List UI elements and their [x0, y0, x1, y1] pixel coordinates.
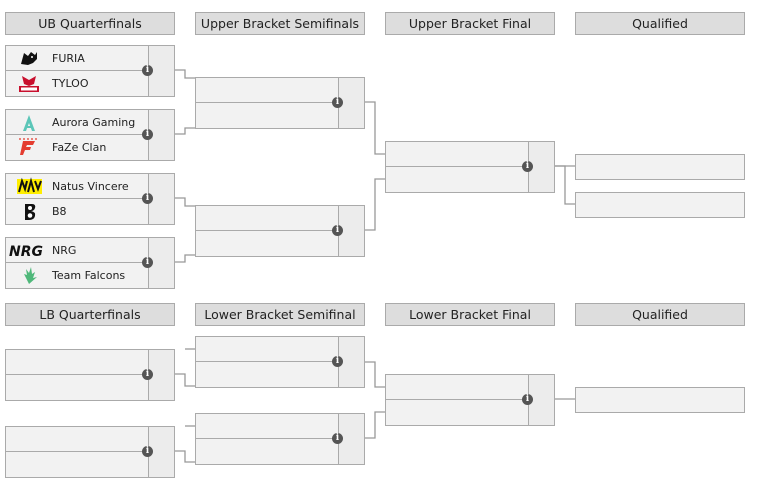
- info-icon[interactable]: i: [142, 65, 153, 76]
- info-icon[interactable]: i: [522, 161, 533, 172]
- team-slot[interactable]: Team Falcons: [6, 263, 148, 288]
- team-slot[interactable]: [386, 167, 528, 192]
- faze-logo-icon: [19, 138, 39, 155]
- team-slot[interactable]: NRG NRG: [6, 238, 148, 263]
- team-name: NRG: [52, 244, 77, 257]
- team-slot[interactable]: B8: [6, 199, 148, 224]
- team-name: FURIA: [52, 52, 85, 65]
- ub-qualified-slot-2[interactable]: [575, 192, 745, 218]
- b8-logo-icon: [25, 204, 36, 220]
- info-icon[interactable]: i: [142, 257, 153, 268]
- team-slot[interactable]: [196, 231, 338, 256]
- team-slot[interactable]: [6, 350, 148, 375]
- team-slot[interactable]: [196, 414, 338, 439]
- header-lb-final: Lower Bracket Final: [385, 303, 555, 326]
- team-name: TYLOO: [52, 77, 89, 90]
- header-lb-qualified: Qualified: [575, 303, 745, 326]
- team-slot[interactable]: FURIA: [6, 46, 148, 71]
- team-slot[interactable]: [196, 78, 338, 103]
- info-icon[interactable]: i: [522, 394, 533, 405]
- team-name: Team Falcons: [52, 269, 126, 282]
- info-icon[interactable]: i: [142, 193, 153, 204]
- header-ub-final: Upper Bracket Final: [385, 12, 555, 35]
- lb-qualified-slot[interactable]: [575, 387, 745, 413]
- team-slot[interactable]: [196, 103, 338, 128]
- info-icon[interactable]: i: [332, 225, 343, 236]
- info-icon[interactable]: i: [142, 129, 153, 140]
- team-name: B8: [52, 205, 67, 218]
- team-slot[interactable]: [386, 375, 528, 400]
- team-slot[interactable]: [6, 375, 148, 400]
- svg-text:NRG: NRG: [9, 244, 43, 260]
- team-slot[interactable]: [6, 427, 148, 452]
- info-icon[interactable]: i: [332, 97, 343, 108]
- aurora-logo-icon: [23, 115, 35, 131]
- team-slot[interactable]: [196, 206, 338, 231]
- falcons-logo-icon: [24, 267, 37, 284]
- team-slot[interactable]: [386, 400, 528, 425]
- navi-logo-icon: [17, 177, 42, 194]
- header-ub-semifinals: Upper Bracket Semifinals: [195, 12, 365, 35]
- info-icon[interactable]: i: [332, 433, 343, 444]
- team-slot[interactable]: [386, 142, 528, 167]
- team-slot[interactable]: [6, 452, 148, 477]
- header-ub-qualified: Qualified: [575, 12, 745, 35]
- header-lb-quarterfinals: LB Quarterfinals: [5, 303, 175, 326]
- team-slot[interactable]: [196, 362, 338, 387]
- team-slot[interactable]: Natus Vincere: [6, 174, 148, 199]
- team-slot[interactable]: TYLOO: [6, 71, 148, 96]
- info-icon[interactable]: i: [332, 356, 343, 367]
- team-slot[interactable]: [196, 337, 338, 362]
- team-name: Aurora Gaming: [52, 116, 136, 129]
- info-icon[interactable]: i: [142, 369, 153, 380]
- header-lb-semifinal: Lower Bracket Semifinal: [195, 303, 365, 326]
- nrg-logo-icon: NRG: [9, 244, 43, 260]
- team-slot[interactable]: [196, 439, 338, 464]
- info-icon[interactable]: i: [142, 446, 153, 457]
- team-name: Natus Vincere: [52, 180, 129, 193]
- tyloo-logo-icon: [19, 76, 39, 92]
- team-name: FaZe Clan: [52, 141, 107, 154]
- furia-logo-icon: [21, 52, 37, 65]
- team-slot[interactable]: FaZe Clan: [6, 135, 148, 160]
- ub-qualified-slot-1[interactable]: [575, 154, 745, 180]
- team-slot[interactable]: Aurora Gaming: [6, 110, 148, 135]
- header-ub-quarterfinals: UB Quarterfinals: [5, 12, 175, 35]
